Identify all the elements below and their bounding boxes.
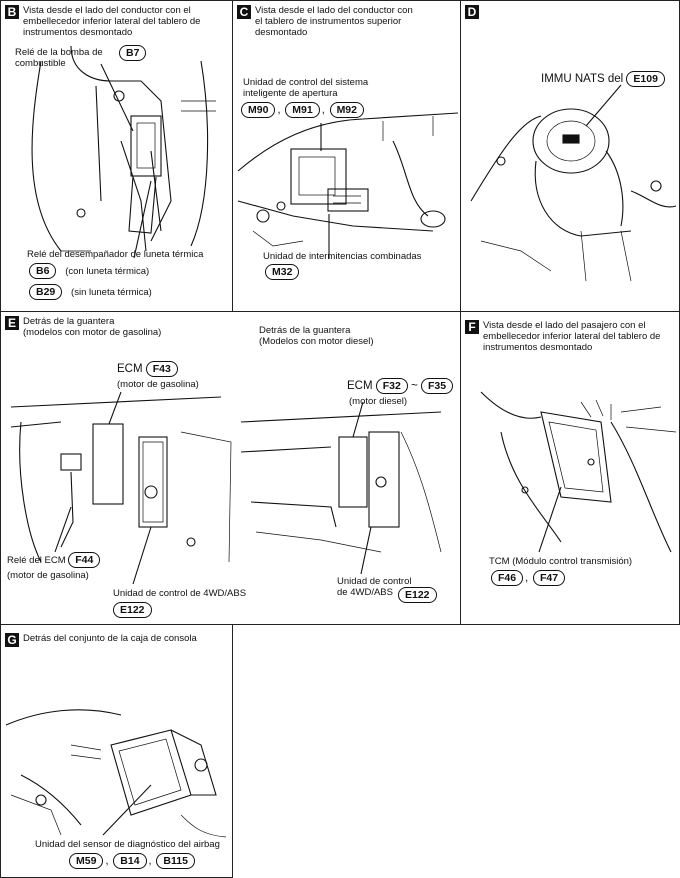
comma: , [321, 104, 325, 116]
tag-m32: M32 [265, 264, 300, 280]
flasher-unit-label: Unidad de intermitencias combinadas [263, 251, 422, 262]
tag-f35: F35 [420, 378, 454, 394]
panel-g-letter: G [5, 633, 19, 647]
panel-f-illustration [480, 391, 677, 553]
ecm-relay-label: Relé del ECM [7, 555, 66, 566]
tag-f43: F43 [145, 361, 178, 377]
panel-d-illustration [470, 84, 677, 282]
panel-f-letter: F [465, 320, 479, 334]
tag-f47: F47 [532, 570, 566, 586]
fuel-pump-relay-label: Relé de la bomba de combustible [15, 47, 103, 69]
panel-d-letter: D [465, 5, 479, 19]
tag-e122-diesel: E122 [398, 587, 437, 603]
tag-b6: B6 [29, 263, 57, 279]
tag-b14: B14 [113, 853, 147, 869]
ias-unit-label: Unidad de control del sistema inteligent… [243, 77, 369, 99]
panel-e: E Detrás de la guantera (modelos con moto… [0, 311, 461, 625]
tag-m90: M90 [241, 102, 276, 118]
tag-e122-gas: E122 [113, 602, 152, 618]
defogger-relay-label: Relé del desempañador de luneta térmica [27, 249, 204, 260]
comma: , [105, 855, 109, 867]
panel-b: B Vista desde el lado del conductor con e… [0, 0, 233, 312]
with-defogger-label: (con luneta térmica) [65, 266, 150, 277]
tag-e109: E109 [626, 71, 665, 87]
tag-b115: B115 [156, 853, 195, 869]
ecm-diesel-label: ECM [347, 380, 373, 392]
panel-b-letter: B [5, 5, 19, 19]
panel-c: C Vista desde el lado del conductor con e… [232, 0, 461, 312]
ecm-relay-sub: (motor de gasolina) [7, 570, 89, 581]
tag-m91: M91 [285, 102, 320, 118]
tcm-label: TCM (Módulo control transmisión) [489, 556, 633, 567]
without-defogger-label: (sin luneta térmica) [71, 287, 152, 298]
comma: , [277, 104, 281, 116]
comma: , [525, 572, 529, 584]
panel-b-header: Vista desde el lado del conductor con el… [23, 5, 201, 38]
tag-f46: F46 [491, 570, 524, 586]
ecm-diesel-sub: (motor diesel) [349, 396, 408, 407]
tag-b7: B7 [119, 45, 147, 61]
tag-f32: F32 [375, 378, 408, 394]
tag-m92: M92 [329, 102, 364, 118]
panel-e-illustration [10, 391, 442, 585]
tag-b29: B29 [29, 284, 63, 300]
panel-c-letter: C [237, 5, 251, 19]
abs-gas-label: Unidad de control de 4WD/ABS [113, 588, 247, 599]
panel-g-header: Detrás del conjunto de la caja de consol… [23, 633, 197, 644]
panel-g-illustration [5, 709, 227, 838]
tag-f44: F44 [68, 552, 101, 568]
panel-f: F Vista desde el lado del pasajero con el… [460, 311, 680, 625]
panel-e-header-right: Detrás de la guantera (Modelos con motor… [259, 325, 374, 347]
panel-f-header: Vista desde el lado del pasajero con el … [483, 320, 661, 353]
panel-d: D IMMU NATS del E109 [460, 0, 680, 312]
tilde-separator: ~ [411, 380, 418, 392]
ecm-gas-label: ECM [117, 363, 143, 375]
airbag-sensor-label: Unidad del sensor de diagnóstico del air… [35, 839, 220, 850]
abs-diesel-label: Unidad de control de 4WD/ABS [337, 576, 412, 598]
panel-c-header: Vista desde el lado del conductor con el… [255, 5, 413, 38]
panel-c-illustration [237, 112, 459, 259]
panel-e-header-left: Detrás de la guantera (modelos con motor… [23, 316, 162, 338]
tag-m59: M59 [69, 853, 104, 869]
panel-b-illustration [31, 45, 216, 259]
immu-nats-label: IMMU NATS del [541, 73, 624, 85]
panel-e-letter: E [5, 316, 19, 330]
comma: , [148, 855, 152, 867]
panel-g: G Detrás del conjunto de la caja de conso… [0, 624, 233, 878]
ecm-gas-sub: (motor de gasolina) [117, 379, 199, 390]
